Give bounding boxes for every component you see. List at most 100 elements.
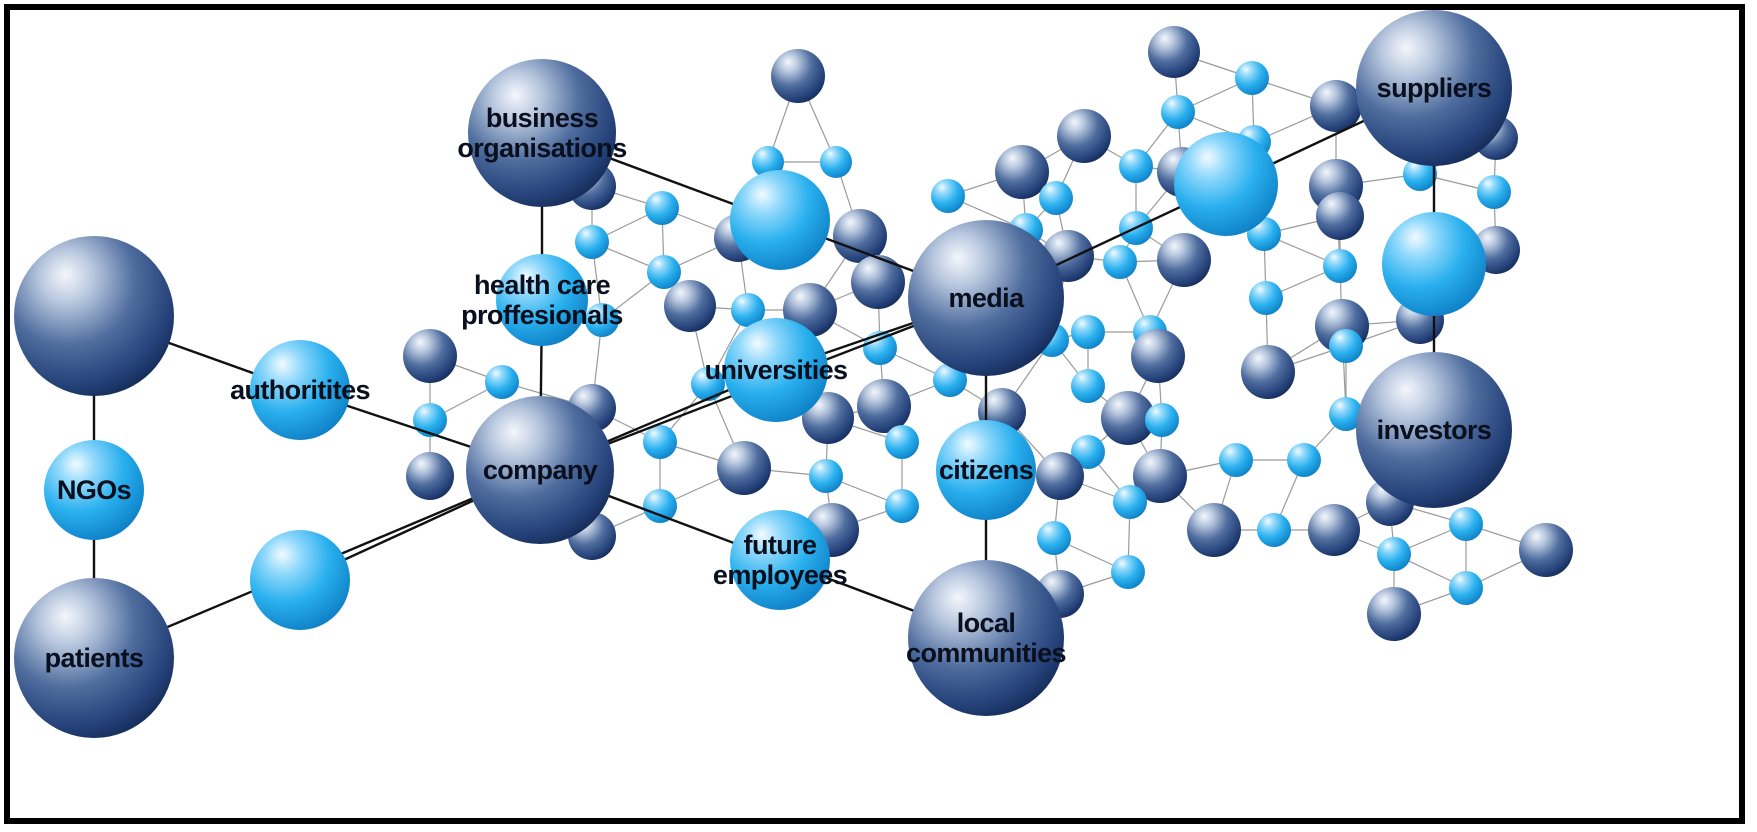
- node-health-care-proffesionals-ball: [496, 254, 588, 346]
- dark-network-node: [1036, 452, 1084, 500]
- node-ngos-label-0: NGOs: [57, 475, 131, 505]
- node-ngos-ball: [44, 440, 144, 540]
- light-network-node: [1103, 245, 1137, 279]
- dark-network-node: [1367, 587, 1421, 641]
- light-network-node: [575, 225, 609, 259]
- light-network-node: [1449, 571, 1483, 605]
- light-network-node: [820, 146, 852, 178]
- light-network-node: [1161, 95, 1195, 129]
- dark-network-node: [771, 49, 825, 103]
- node-future-employees-label-1: employees: [713, 560, 847, 590]
- light-network-node: [1249, 281, 1283, 315]
- node-ngos: NGOs: [44, 440, 144, 540]
- light-network-node: [1477, 175, 1511, 209]
- light-network-node: [643, 489, 677, 523]
- dark-network-node: [1057, 109, 1111, 163]
- light-network-node: [1323, 249, 1357, 283]
- light-network-node: [1119, 149, 1153, 183]
- dark-network-node: [1187, 503, 1241, 557]
- light-network-node: [1113, 485, 1147, 519]
- unlabeled-node: [14, 236, 174, 396]
- dark-network-node: [717, 441, 771, 495]
- light-network-node: [731, 293, 765, 327]
- light-network-node: [1219, 443, 1253, 477]
- light-network-node: [645, 191, 679, 225]
- dark-network-node: [1519, 523, 1573, 577]
- light-network-node: [1111, 555, 1145, 589]
- dark-network-node: [1316, 192, 1364, 240]
- light-network-node: [1235, 61, 1269, 95]
- light-network-node: [643, 425, 677, 459]
- node-universities: universities: [705, 318, 848, 422]
- light-network-node: [1145, 403, 1179, 437]
- dark-network-node: [857, 379, 911, 433]
- node-citizens-label-0: citizens: [939, 455, 1033, 485]
- unlabeled-node: [1382, 212, 1486, 316]
- node-business-organisations-label-1: organisations: [457, 133, 626, 163]
- node-authoritites-label-0: authoritites: [230, 375, 370, 405]
- node-investors-ball: [1356, 352, 1512, 508]
- dark-network-node: [1148, 26, 1200, 78]
- node-local-communities-label-0: local: [957, 608, 1016, 638]
- unlabeled-node: [730, 170, 830, 270]
- node-suppliers-ball: [1356, 10, 1512, 166]
- light-network-node: [1377, 537, 1411, 571]
- node-investors: investors: [1356, 352, 1512, 508]
- node-company: company: [466, 396, 614, 544]
- light-network-node: [691, 367, 725, 401]
- node-investors-label-0: investors: [1377, 415, 1492, 445]
- light-network-node: [413, 403, 447, 437]
- dark-network-node: [995, 145, 1049, 199]
- node-patients-ball: [14, 578, 174, 738]
- dark-network-node: [1133, 449, 1187, 503]
- light-network-node: [752, 146, 784, 178]
- light-network-node: [1037, 521, 1071, 555]
- unlabeled-node: [1174, 132, 1278, 236]
- dark-network-node: [833, 209, 887, 263]
- node-health-care-proffesionals-label-0: health care: [474, 270, 611, 300]
- node-health-care-proffesionals-label-1: proffesionals: [461, 300, 623, 330]
- dark-network-node: [403, 329, 457, 383]
- node-business-organisations-label-0: business: [486, 103, 598, 133]
- light-network-node: [485, 365, 519, 399]
- node-universities-label-0: universities: [705, 355, 848, 385]
- node-future-employees-label-0: future: [744, 530, 817, 560]
- node-patients-label-0: patients: [45, 643, 144, 673]
- node-universities-ball: [724, 318, 828, 422]
- light-network-node: [1449, 507, 1483, 541]
- node-authoritites: authoritites: [230, 340, 371, 440]
- light-network-node: [863, 331, 897, 365]
- node-future-employees-ball: [730, 510, 830, 610]
- node-suppliers-label-0: suppliers: [1377, 73, 1492, 103]
- light-network-node: [885, 425, 919, 459]
- dark-network-node: [1310, 80, 1362, 132]
- light-network-node: [1329, 397, 1363, 431]
- dark-network-node: [802, 392, 854, 444]
- node-local-communities-label-1: communities: [906, 638, 1066, 668]
- node-citizens: citizens: [936, 420, 1036, 520]
- light-network-node: [1329, 329, 1363, 363]
- node-business-organisations-ball: [468, 59, 616, 207]
- light-network-node: [1071, 315, 1105, 349]
- light-network-node: [931, 179, 965, 213]
- node-authoritites-ball: [250, 340, 350, 440]
- dark-network-node: [1241, 345, 1295, 399]
- dark-network-node: [851, 255, 905, 309]
- light-network-node: [885, 489, 919, 523]
- node-media-ball: [908, 220, 1064, 376]
- node-media-label-0: media: [948, 283, 1025, 313]
- node-company-label-0: company: [483, 455, 598, 485]
- node-citizens-ball: [936, 420, 1036, 520]
- node-media: media: [908, 220, 1064, 376]
- node-company-ball: [466, 396, 614, 544]
- dark-network-node: [664, 280, 716, 332]
- light-network-node: [933, 363, 967, 397]
- dark-network-node: [1101, 391, 1155, 445]
- node-patients: patients: [14, 578, 174, 738]
- light-network-node: [809, 459, 843, 493]
- dark-network-node: [406, 452, 454, 500]
